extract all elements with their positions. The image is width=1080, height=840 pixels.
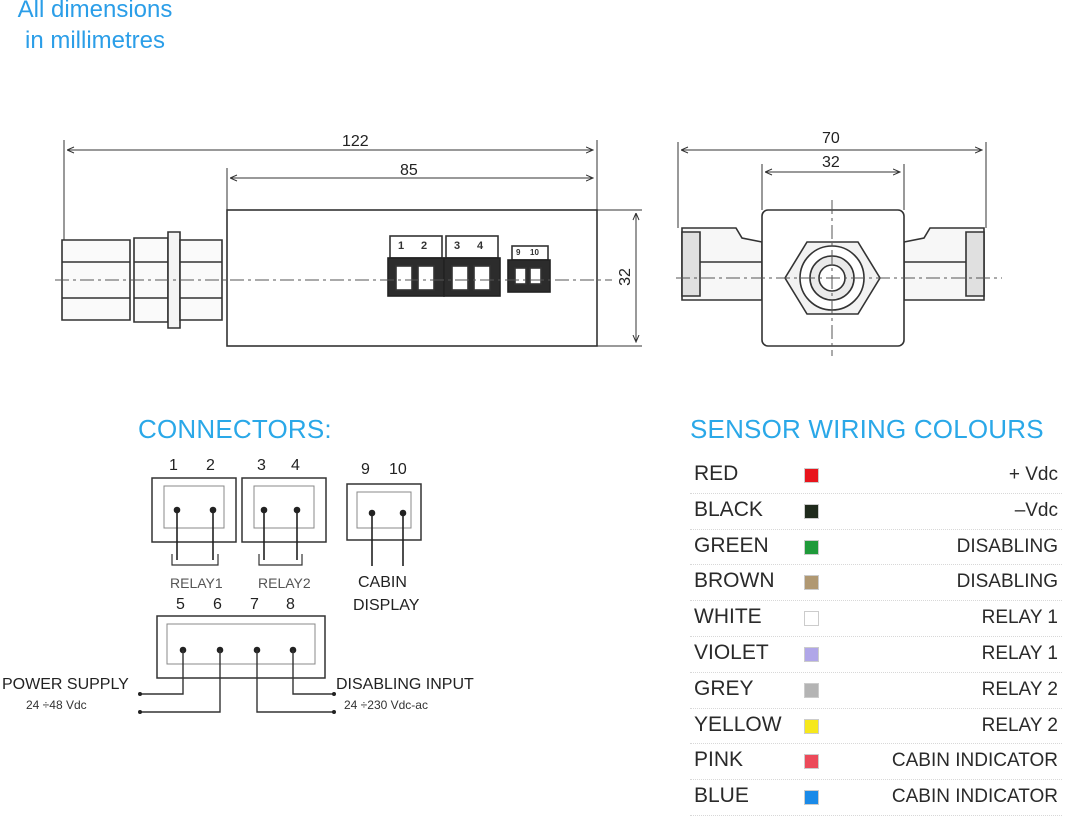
wiring-row: BROWN DISABLING: [690, 565, 1062, 602]
wiring-row: WHITE RELAY 1: [690, 601, 1062, 637]
wire-colour-name: GREEN: [694, 533, 769, 557]
wire-colour-name: BLUE: [694, 784, 749, 808]
wire-colour-swatch: [804, 682, 819, 698]
wiring-row: BLACK –Vdc: [690, 494, 1062, 530]
side-dimension-lines: [63, 140, 642, 347]
dim-height: 32: [616, 268, 634, 286]
wire-function: –Vdc: [1014, 499, 1058, 521]
display-label: DISPLAY: [353, 597, 420, 614]
wire-function: DISABLING: [956, 535, 1058, 557]
wiring-row: RED + Vdc: [690, 458, 1062, 494]
wire-colour-name: RED: [694, 462, 739, 485]
wire-colour-swatch: [804, 646, 819, 662]
side-pin-4: 4: [477, 240, 484, 252]
dim-side-length: 122: [342, 133, 369, 150]
pin-7: 7: [250, 596, 259, 613]
connectors-title: CONNECTORS:: [138, 414, 332, 444]
wire-colour-swatch: [804, 539, 819, 555]
supply-wires: [140, 650, 334, 713]
power-supply-label: POWER SUPPLY: [2, 676, 129, 693]
pin-9: 9: [361, 461, 370, 478]
side-pin-10: 10: [530, 248, 539, 257]
wire-colour-swatch: [804, 503, 819, 519]
wire-colour-swatch: [804, 468, 819, 483]
wiring-title: SENSOR WIRING COLOURS: [690, 414, 1044, 444]
wire-colour-name: BLACK: [694, 497, 763, 521]
pin-2: 2: [206, 457, 215, 474]
pin-8: 8: [286, 596, 295, 613]
wiring-row: BLUE CABIN INDICATOR: [690, 780, 1062, 816]
wire-colour-swatch: [804, 754, 819, 770]
wire-function: RELAY 2: [981, 678, 1058, 700]
wire-function: DISABLING: [956, 571, 1058, 593]
relay-brackets: [171, 554, 303, 566]
wiring-row: YELLOW RELAY 2: [690, 709, 1062, 745]
wire-colour-swatch: [804, 611, 819, 627]
wiring-row: VIOLET RELAY 1: [690, 637, 1062, 673]
note-line-1: All dimensions: [17, 0, 173, 23]
wiring-row: GREY RELAY 2: [690, 673, 1062, 709]
pin-10: 10: [389, 461, 407, 478]
wire-end-dots: [138, 692, 336, 714]
wire-colour-name: VIOLET: [694, 640, 769, 664]
dim-end-inner: 32: [822, 154, 840, 171]
side-pin-2: 2: [421, 240, 428, 252]
wire-colour-name: YELLOW: [694, 712, 782, 736]
connector-pins: [173, 506, 407, 654]
wire-colour-name: PINK: [694, 748, 744, 772]
pin-5: 5: [176, 596, 185, 613]
wire-function: CABIN INDICATOR: [891, 786, 1058, 808]
pin-4: 4: [291, 457, 300, 474]
end-dimension-lines: [677, 142, 987, 228]
side-view: [61, 209, 598, 347]
wire-colour-swatch: [804, 718, 819, 734]
wire-colour-name: WHITE: [694, 605, 762, 629]
disabling-input-label: DISABLING INPUT: [336, 676, 474, 693]
wire-colour-swatch: [804, 790, 819, 806]
wiring-row: GREEN DISABLING: [690, 530, 1062, 566]
connectors-schematic: [151, 477, 422, 679]
dim-end-width: 70: [822, 130, 840, 147]
wire-function: CABIN INDICATOR: [891, 750, 1058, 772]
side-pin-1: 1: [398, 240, 405, 252]
power-supply-spec: 24 ÷48 Vdc: [26, 698, 87, 712]
wire-colour-name: GREY: [694, 676, 754, 700]
wire-function: RELAY 2: [981, 714, 1058, 736]
side-pin-9: 9: [516, 248, 521, 257]
dim-body-length: 85: [400, 162, 418, 179]
pin-1: 1: [169, 457, 178, 474]
side-pin-3: 3: [454, 240, 461, 252]
wire-function: RELAY 1: [981, 642, 1058, 664]
pin-6: 6: [213, 596, 222, 613]
pin-3: 3: [257, 457, 266, 474]
wire-function: RELAY 1: [981, 607, 1058, 629]
cabin-label: CABIN: [358, 574, 407, 591]
wire-colour-swatch: [804, 575, 819, 591]
relay2-label: RELAY2: [258, 575, 311, 591]
disabling-input-spec: 24 ÷230 Vdc-ac: [344, 698, 428, 712]
note-line-2: in millimetres: [24, 27, 165, 54]
wire-function: + Vdc: [1008, 464, 1058, 485]
wiring-row: PINK CABIN INDICATOR: [690, 744, 1062, 781]
relay1-label: RELAY1: [170, 575, 223, 591]
wire-colour-name: BROWN: [694, 569, 775, 593]
dimensions-note: All dimensions in millimetres: [0, 0, 190, 56]
